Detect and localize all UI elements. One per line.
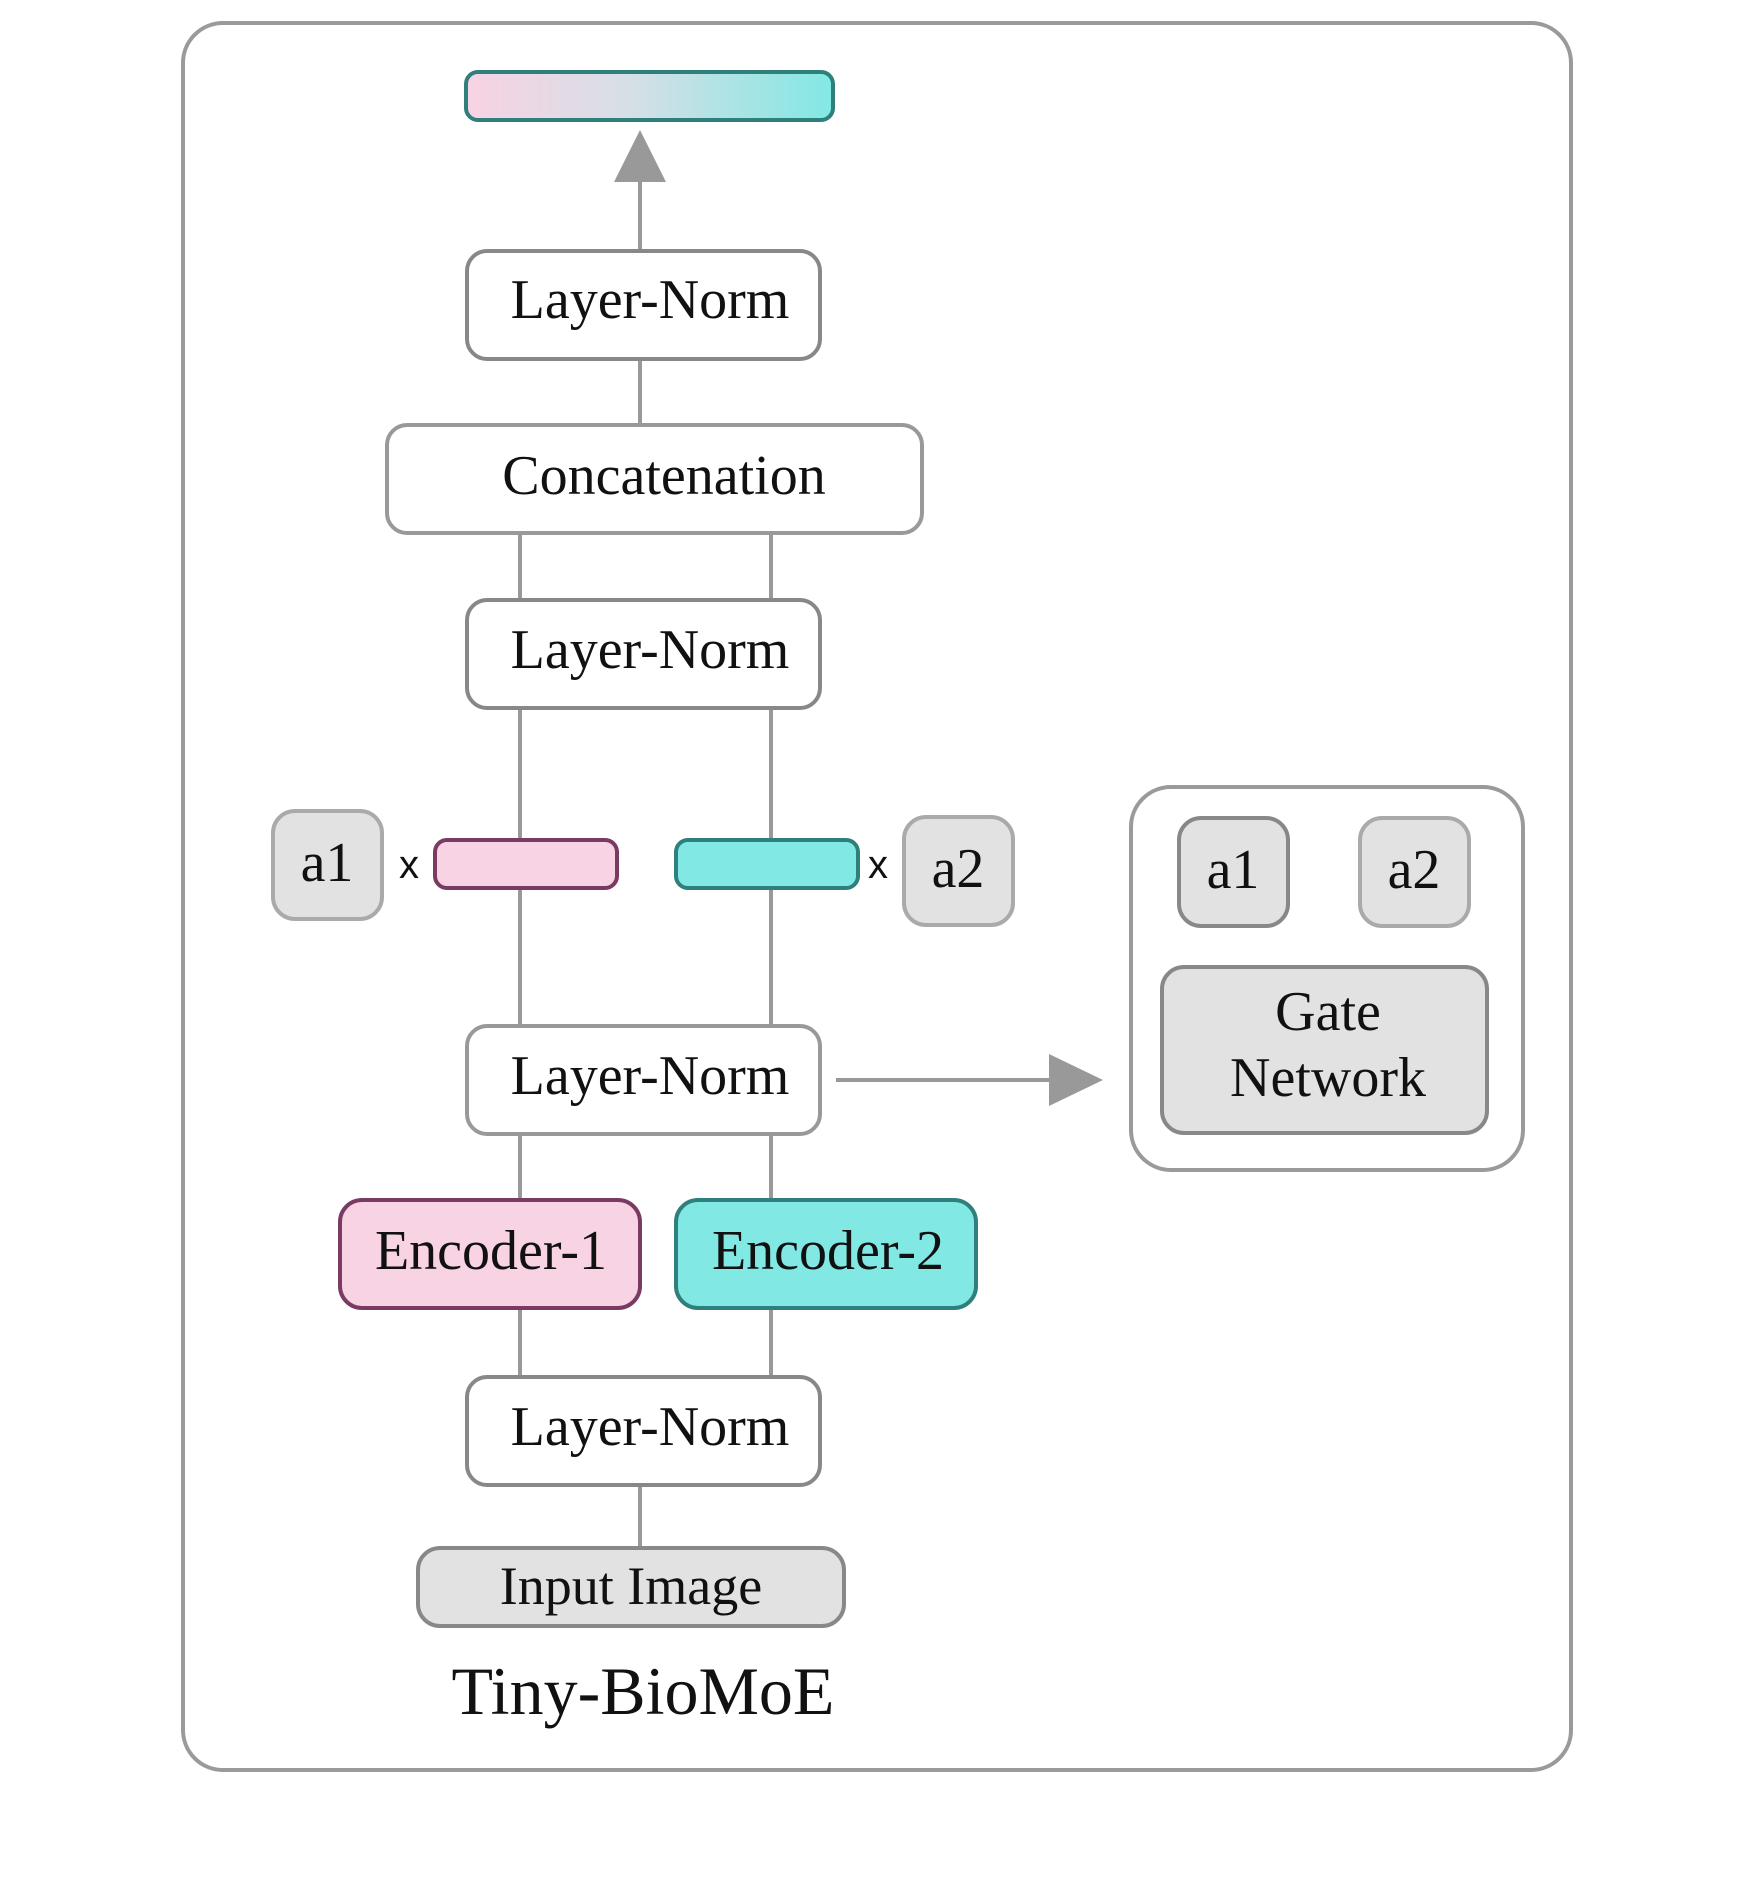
concatenation-block: Concatenation [385,423,924,535]
encoder-1-block: Encoder-1 [338,1198,642,1310]
output-embedding [464,70,835,122]
concatenation-label: Concatenation [502,445,825,507]
weight-a1-label: a1 [301,832,354,894]
weight-a2-label: a2 [932,838,985,900]
gate-weight-a2-box: a2 [1358,816,1471,928]
layer-norm-top: Layer-Norm [465,249,822,361]
gate-network-block: Gate Network [1160,965,1489,1135]
layer-norm-mid: Layer-Norm [465,1024,822,1136]
gate-weight-a2-label: a2 [1388,839,1441,901]
arrow-right-icon [1049,1054,1103,1106]
layer-norm-input-label: Layer-Norm [511,1396,790,1458]
gate-weight-a1-label: a1 [1207,839,1260,901]
gate-panel: a1 a2 Gate Network [1129,785,1525,1172]
encoder-2-label: Encoder-2 [712,1220,944,1282]
gate-weight-a1-box: a1 [1177,816,1290,928]
multiply-sign-left: x [399,843,419,887]
weight-a1-box: a1 [271,809,384,921]
weight-a2-box: a2 [902,815,1015,927]
encoder-2-block: Encoder-2 [674,1198,978,1310]
gate-network-label-line1: Gate [1275,981,1381,1043]
gate-network-label-line2: Network [1230,1047,1426,1109]
layer-norm-top-label: Layer-Norm [511,269,790,331]
diagram-title: Tiny-BioMoE [452,1653,835,1729]
feature-bar-encoder-1 [433,838,619,890]
input-image-block: Input Image [416,1546,846,1628]
feature-bar-encoder-2 [674,838,860,890]
layer-norm-mid-label: Layer-Norm [511,1045,790,1107]
layer-norm-after-gate-label: Layer-Norm [511,619,790,681]
arrow-up-icon [614,130,666,182]
encoder-1-label: Encoder-1 [375,1220,607,1282]
layer-norm-input: Layer-Norm [465,1375,822,1487]
input-image-label: Input Image [500,1556,762,1616]
layer-norm-after-gate: Layer-Norm [465,598,822,710]
multiply-sign-right: x [868,843,888,887]
